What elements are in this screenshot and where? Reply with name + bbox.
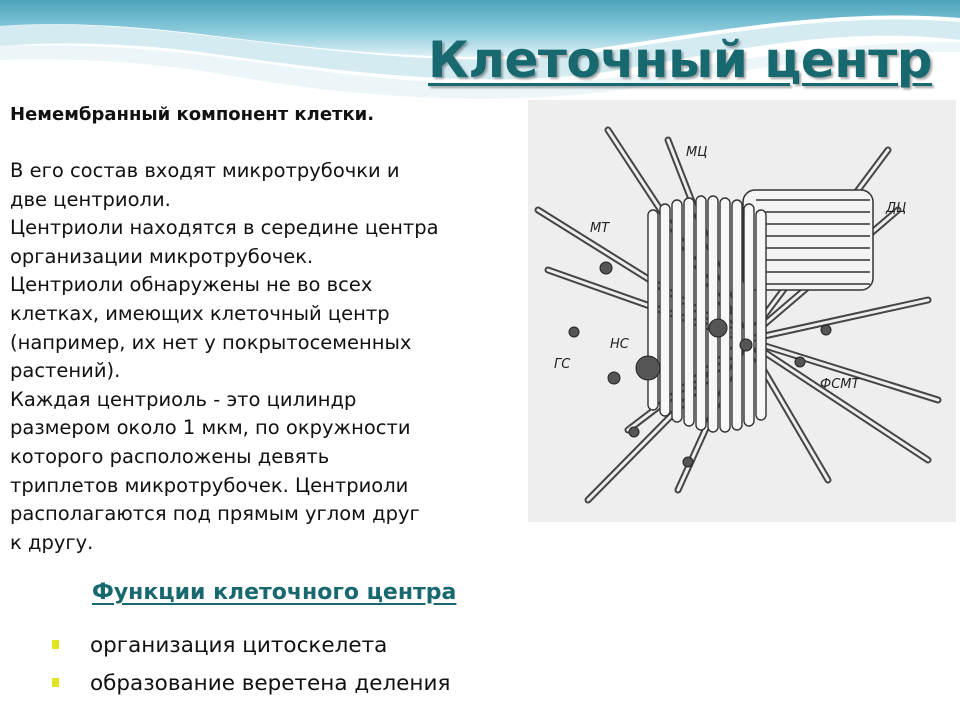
label-mc: МЦ <box>686 145 707 160</box>
body-line: Центриоли находятся в середине центра <box>10 216 439 240</box>
label-ns: НС <box>610 337 630 352</box>
cell-center-illustration: МЦ ДЦ МТ НС ГС ФСМТ <box>528 100 956 522</box>
bullet-icon <box>52 678 59 687</box>
body-line: растений). <box>10 359 121 383</box>
body-line: В его состав входят микротрубочки и <box>10 159 400 182</box>
body-line: две центриоли. <box>10 187 171 211</box>
body-line: Каждая центриоль - это цилиндр <box>10 387 357 411</box>
label-dc: ДЦ <box>885 201 906 216</box>
list-item-text: образование веретена деления <box>90 671 451 696</box>
body-paragraph: В его состав входят микротрубочки и две … <box>10 157 515 557</box>
label-mt: МТ <box>590 221 610 236</box>
bullet-icon <box>52 640 59 649</box>
body-line: к другу. <box>10 530 94 554</box>
body-line: клетках, имеющих клеточный центр <box>10 301 390 325</box>
body-line: (например, их нет у покрытосеменных <box>10 330 412 354</box>
body-line: которого расположены девять <box>10 444 330 468</box>
body-line: располагаются под прямым углом друг <box>10 502 420 526</box>
intro-text: Немембранный компонент клетки. <box>10 104 375 125</box>
list-item-text: организация цитоскелета <box>90 633 388 658</box>
label-gs: ГС <box>554 357 571 372</box>
body-line: организации микротрубочек. <box>10 244 314 268</box>
label-fsmt: ФСМТ <box>820 377 860 392</box>
body-line: триплетов микротрубочек. Центриоли <box>10 473 409 497</box>
functions-heading: Функции клеточного центра <box>92 580 457 605</box>
slide-title: Клеточный центр <box>428 31 933 89</box>
body-line: Центриоли обнаружены не во всех <box>10 273 373 297</box>
header-wave-decoration <box>0 0 960 99</box>
body-line: размером около 1 мкм, по окружности <box>10 416 411 440</box>
